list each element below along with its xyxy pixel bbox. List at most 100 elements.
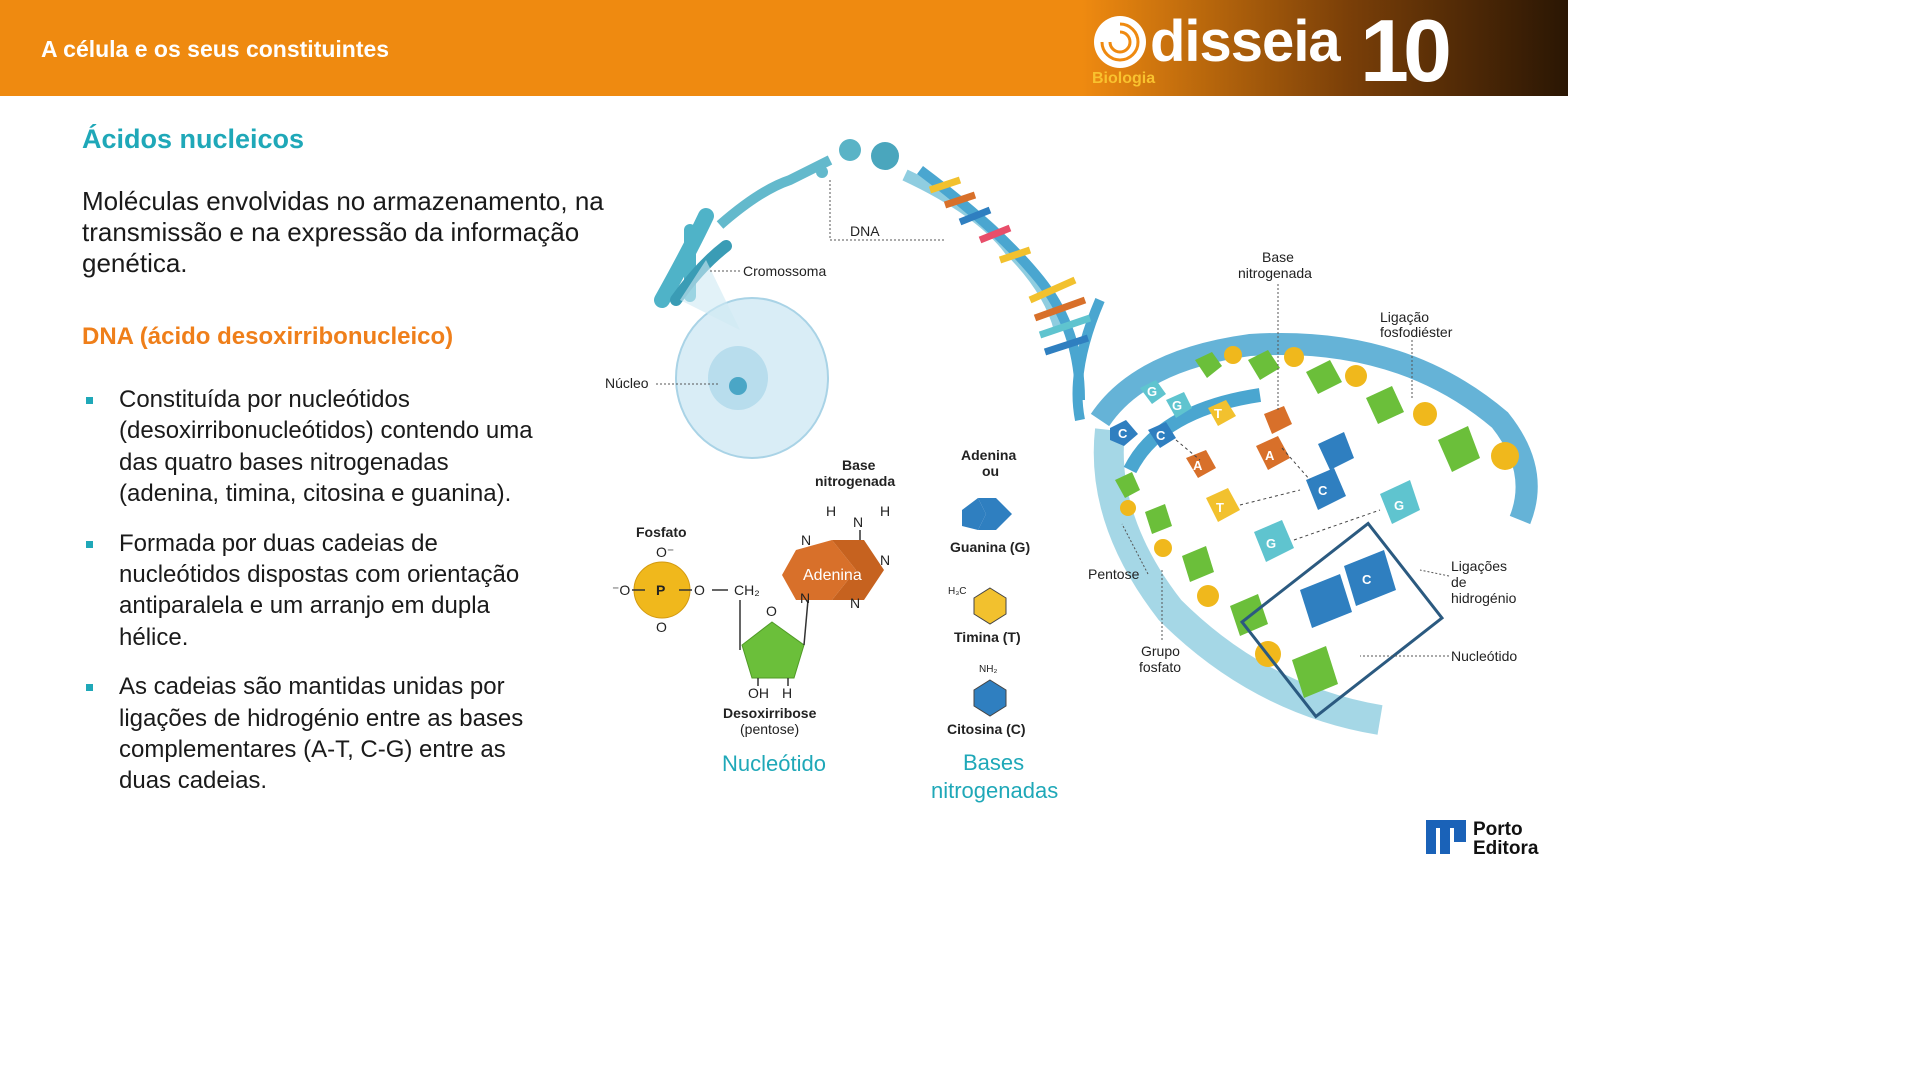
cell-illustration: [675, 260, 829, 459]
oh-label: OH: [748, 685, 769, 701]
label-base-2: nitrogenada: [815, 473, 895, 489]
brand-subject: Biologia: [1092, 70, 1156, 87]
brand-name: disseia: [1150, 9, 1341, 74]
svg-text:T: T: [1216, 500, 1224, 515]
bullet-text: Constituída por nucleótidos (desoxirribo…: [119, 386, 533, 508]
label-ligacoes-3: hidrogénio: [1451, 590, 1517, 606]
svg-text:O: O: [694, 582, 705, 598]
label-ligacoes-1: Ligações: [1451, 558, 1507, 574]
bullet-marker: [86, 684, 93, 692]
svg-text:NH₂: NH₂: [979, 664, 997, 675]
svg-text:O: O: [766, 603, 777, 619]
svg-text:G: G: [1266, 536, 1276, 551]
figure-labels: DNA Cromossoma Núcleo Base nitrogenada L…: [605, 223, 1517, 675]
cytosine-icon: [973, 679, 1007, 717]
caption-bases-2: nitrogenadas: [931, 778, 1058, 803]
nucleotide-diagram: Fosfato O⁻ ⁻O O P O CH₂ O OH H Desoxirri…: [612, 457, 895, 776]
svg-text:N: N: [801, 532, 811, 548]
double-helix-upper: [902, 166, 1105, 421]
intro-text: Moléculas envolvidas no armazenamento, n…: [82, 186, 604, 278]
bullet-marker: [86, 540, 93, 548]
svg-text:N: N: [850, 595, 860, 611]
double-helix-ribbons: [1090, 332, 1538, 735]
publisher-line1: Porto: [1473, 819, 1523, 840]
label-timina: Timina (T): [954, 629, 1021, 645]
svg-text:N: N: [853, 514, 863, 530]
svg-text:⁻O: ⁻O: [612, 582, 630, 598]
label-ligacao-1: Ligação: [1380, 309, 1429, 325]
label-adenina-ou-2: ou: [982, 463, 999, 479]
bullet-item: As cadeias são mantidas unidas por ligaç…: [82, 671, 552, 797]
label-dna: DNA: [850, 223, 880, 239]
bullet-item: Formada por duas cadeias de nucleótidos …: [82, 528, 552, 654]
top-strand: [1195, 346, 1519, 472]
bullet-marker: [86, 397, 93, 404]
deoxyribose-sugar: [741, 621, 805, 679]
adenine-base-right: [832, 540, 884, 600]
label-nucleo: Núcleo: [605, 375, 649, 391]
subsection-title: DNA (ácido desoxirribonucleico): [82, 323, 454, 350]
publisher-line2: Editora: [1473, 838, 1539, 859]
label-base-nitrogenada-2: nitrogenada: [1238, 265, 1312, 281]
label-adenina-ou-1: Adenina: [961, 447, 1016, 463]
bullet-text: As cadeias são mantidas unidas por ligaç…: [119, 673, 524, 795]
publisher-name: Porto Editora: [1473, 820, 1538, 858]
label-base-1: Base: [842, 457, 876, 473]
svg-text:H: H: [880, 503, 890, 519]
label-pentose: Pentose: [1088, 566, 1140, 582]
chromatin-fiber-illustration: [716, 139, 899, 229]
adenina-label: Adenina: [803, 567, 862, 584]
svg-text:T: T: [1214, 406, 1222, 421]
shell-logo-icon: [1094, 16, 1146, 68]
label-base-nitrogenada-1: Base: [1262, 249, 1294, 265]
bullet-text: Formada por duas cadeias de nucleótidos …: [119, 529, 520, 651]
brand-number: 10: [1360, 1, 1452, 100]
ch2-label: CH₂: [734, 582, 760, 598]
label-guanina: Guanina (G): [950, 539, 1030, 555]
page-title: A célula e os seus constituintes: [41, 36, 390, 62]
phosphorus-letter: P: [656, 582, 665, 598]
label-grupo-1: Grupo: [1141, 643, 1180, 659]
bases-diagram: Adenina ou Guanina (G) H₃C Timina (T) NH…: [931, 447, 1058, 803]
hydrogen-bonds: [1175, 439, 1381, 541]
caption-nucleotido: Nucleótido: [722, 751, 826, 776]
svg-text:C: C: [1118, 426, 1128, 441]
svg-text:C: C: [1156, 428, 1166, 443]
svg-text:O: O: [656, 619, 667, 635]
label-nucleotido: Nucleótido: [1451, 648, 1517, 664]
svg-text:H₃C: H₃C: [948, 586, 967, 597]
label-ligacoes-2: de: [1451, 574, 1467, 590]
label-fosfato: Fosfato: [636, 524, 687, 540]
porto-editora-logo-icon: [1426, 820, 1466, 854]
label-ligacao-2: fosfodiéster: [1380, 324, 1453, 340]
svg-text:H: H: [826, 503, 836, 519]
svg-text:C: C: [1318, 483, 1328, 498]
svg-text:A: A: [1193, 458, 1203, 473]
bullet-item: Constituída por nucleótidos (desoxirribo…: [82, 384, 552, 510]
h-label: H: [782, 685, 792, 701]
svg-text:G: G: [1394, 498, 1404, 513]
bullet-list: Constituída por nucleótidos (desoxirribo…: [82, 384, 552, 815]
purine-icon: [962, 498, 986, 530]
label-pentose-paren: (pentose): [740, 721, 799, 737]
section-title: Ácidos nucleicos: [82, 124, 305, 154]
adenine-base-left: [782, 540, 856, 600]
svg-text:N: N: [800, 590, 810, 606]
svg-text:C: C: [1362, 572, 1372, 587]
svg-text:N: N: [880, 552, 890, 568]
svg-text:O⁻: O⁻: [656, 544, 674, 560]
label-grupo-2: fosfato: [1139, 659, 1181, 675]
label-citosina: Citosina (C): [947, 721, 1026, 737]
svg-text:G: G: [1172, 398, 1182, 413]
leader-lines: [656, 180, 1450, 657]
thymine-icon: [973, 587, 1007, 625]
dna-figure: C G C G T A A T C G G C: [605, 139, 1538, 803]
caption-bases-1: Bases: [963, 750, 1024, 775]
nucleotide-highlight-box: [1239, 521, 1445, 719]
base-pairs: C G C G T A A T C G G C: [1110, 380, 1420, 628]
svg-text:A: A: [1265, 448, 1275, 463]
svg-text:G: G: [1147, 384, 1157, 399]
brand-banner: [1082, 0, 1568, 96]
bottom-strand: [1115, 472, 1338, 698]
label-cromossoma: Cromossoma: [743, 263, 826, 279]
